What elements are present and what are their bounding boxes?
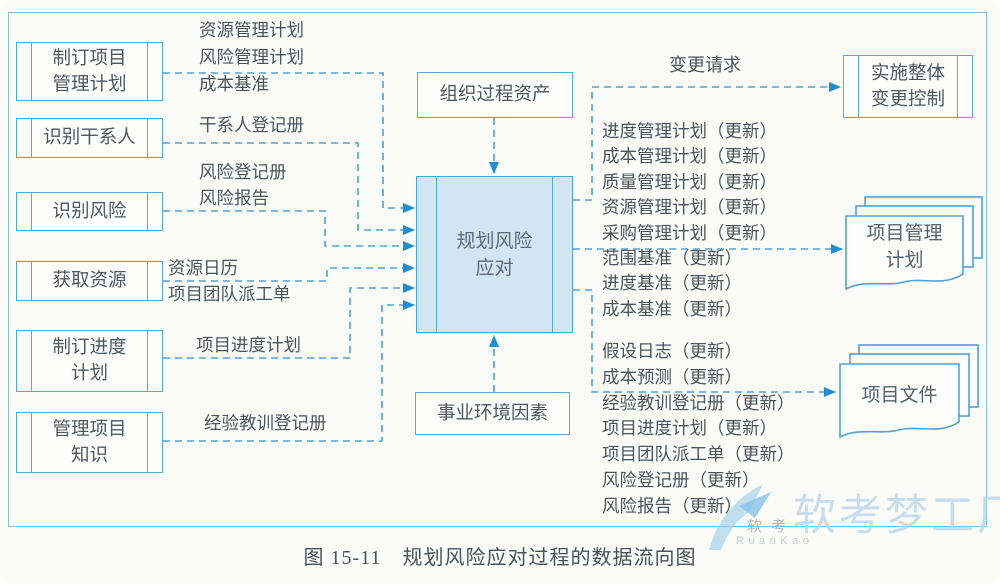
output-item: 进度基准（更新） [602, 273, 742, 294]
output-item: 假设日志（更新） [602, 341, 742, 361]
box-acquire-resources: 获取资源 [16, 261, 163, 301]
output-item: 成本基准（更新） [602, 298, 742, 319]
box-manage-knowledge: 管理项目 知识 [16, 412, 163, 473]
flow-develop-pm-plan-line [163, 72, 415, 213]
box-develop-schedule: 制订进度 计划 [16, 330, 163, 392]
output-item: 成本管理计划（更新） [602, 146, 777, 167]
input-label: 风险登记册 [199, 162, 287, 182]
input-label: 风险管理计划 [199, 47, 304, 67]
box-develop-schedule-label: 制订进度 计划 [52, 338, 127, 384]
box-manage-knowledge-label: 管理项目 知识 [52, 419, 127, 466]
box-organizational-process-assets: 组织过程资产 [417, 72, 573, 118]
flow-manage-knowledge-line [163, 300, 415, 442]
figure-caption: 图 15-11 规划风险应对过程的数据流向图 [303, 547, 697, 569]
box-perform-integrated-change-control: 实施整体 变更控制 [843, 55, 973, 118]
output-item: 质量管理计划（更新） [602, 171, 777, 192]
inputs-acquire-resources: 资源日历 项目团队派工单 [168, 255, 291, 307]
diagram-outer-border [8, 12, 987, 527]
input-label: 项目进度计划 [196, 335, 301, 355]
box-develop-pm-plan-label: 制订项目 管理计划 [52, 48, 127, 95]
output-item: 经验教训登记册（更新） [602, 392, 795, 413]
pm-plan-updates-list: 进度管理计划（更新） 成本管理计划（更新） 质量管理计划（更新） 资源管理计划（… [602, 119, 777, 322]
inputs-identify-stakeholders: 干系人登记册 [199, 112, 304, 138]
input-label: 项目团队派工单 [168, 284, 291, 304]
output-item: 资源管理计划（更新） [602, 197, 777, 218]
box-develop-pm-plan: 制订项目 管理计划 [16, 42, 163, 101]
output-item: 项目进度计划（更新） [602, 418, 777, 439]
output-item: 进度管理计划（更新） [602, 121, 777, 141]
output-item: 风险报告（更新） [602, 495, 742, 516]
pm-plan-document-label: 项目管理 计划 [866, 223, 943, 271]
project-files-document-label: 项目文件 [861, 384, 938, 406]
project-files-document: 项目文件 [834, 341, 984, 449]
plan-risk-responses-label: 规划风险 应对 [456, 230, 533, 279]
flow-develop-schedule-line [163, 283, 415, 359]
inputs-manage-knowledge: 经验教训登记册 [204, 410, 327, 436]
box-plan-risk-responses: 规划风险 应对 [416, 176, 573, 333]
box-identify-stakeholders-label: 识别干系人 [43, 128, 136, 148]
input-label: 经验教训登记册 [204, 413, 327, 433]
output-item: 采购管理计划（更新） [602, 222, 777, 243]
eef-label: 事业环境因素 [436, 403, 548, 424]
box-enterprise-environmental-factors: 事业环境因素 [415, 392, 570, 435]
flow-project-docs-updates-line [573, 289, 836, 397]
output-item: 风险登记册（更新） [602, 469, 760, 490]
box-acquire-resources-label: 获取资源 [52, 271, 127, 291]
input-label: 成本基准 [199, 74, 269, 94]
opa-label: 组织过程资产 [439, 85, 551, 105]
flow-identify-risks-line [163, 210, 415, 251]
flow-acquire-resources-line [163, 263, 415, 282]
box-identify-stakeholders: 识别干系人 [16, 118, 163, 158]
output-item: 范围基准（更新） [602, 247, 742, 268]
document-stack-icon [839, 344, 979, 439]
input-label: 资源日历 [168, 258, 238, 278]
inputs-identify-risks: 风险登记册 风险报告 [199, 159, 287, 211]
inputs-develop-pm-plan: 资源管理计划 风险管理计划 成本基准 [199, 17, 304, 98]
project-docs-updates-list: 假设日志（更新） 成本预测（更新） 经验教训登记册（更新） 项目进度计划（更新）… [602, 339, 795, 520]
input-label: 干系人登记册 [199, 115, 304, 135]
box-identify-risks: 识别风险 [16, 192, 163, 231]
inputs-develop-schedule: 项目进度计划 [196, 332, 301, 358]
input-label: 风险报告 [199, 188, 269, 208]
flow-identify-stakeholders-line [163, 142, 415, 235]
box-identify-risks-label: 识别风险 [52, 201, 127, 222]
input-label: 资源管理计划 [199, 20, 304, 40]
document-stack-icon [845, 196, 983, 291]
pm-plan-document: 项目管理 计划 [840, 194, 988, 300]
change-control-label: 实施整体 变更控制 [870, 63, 945, 110]
output-item: 项目团队派工单（更新） [602, 444, 795, 465]
change-request-label: 变更请求 [669, 55, 741, 75]
flow-change-request-line [573, 82, 841, 201]
output-item: 成本预测（更新） [602, 366, 742, 387]
